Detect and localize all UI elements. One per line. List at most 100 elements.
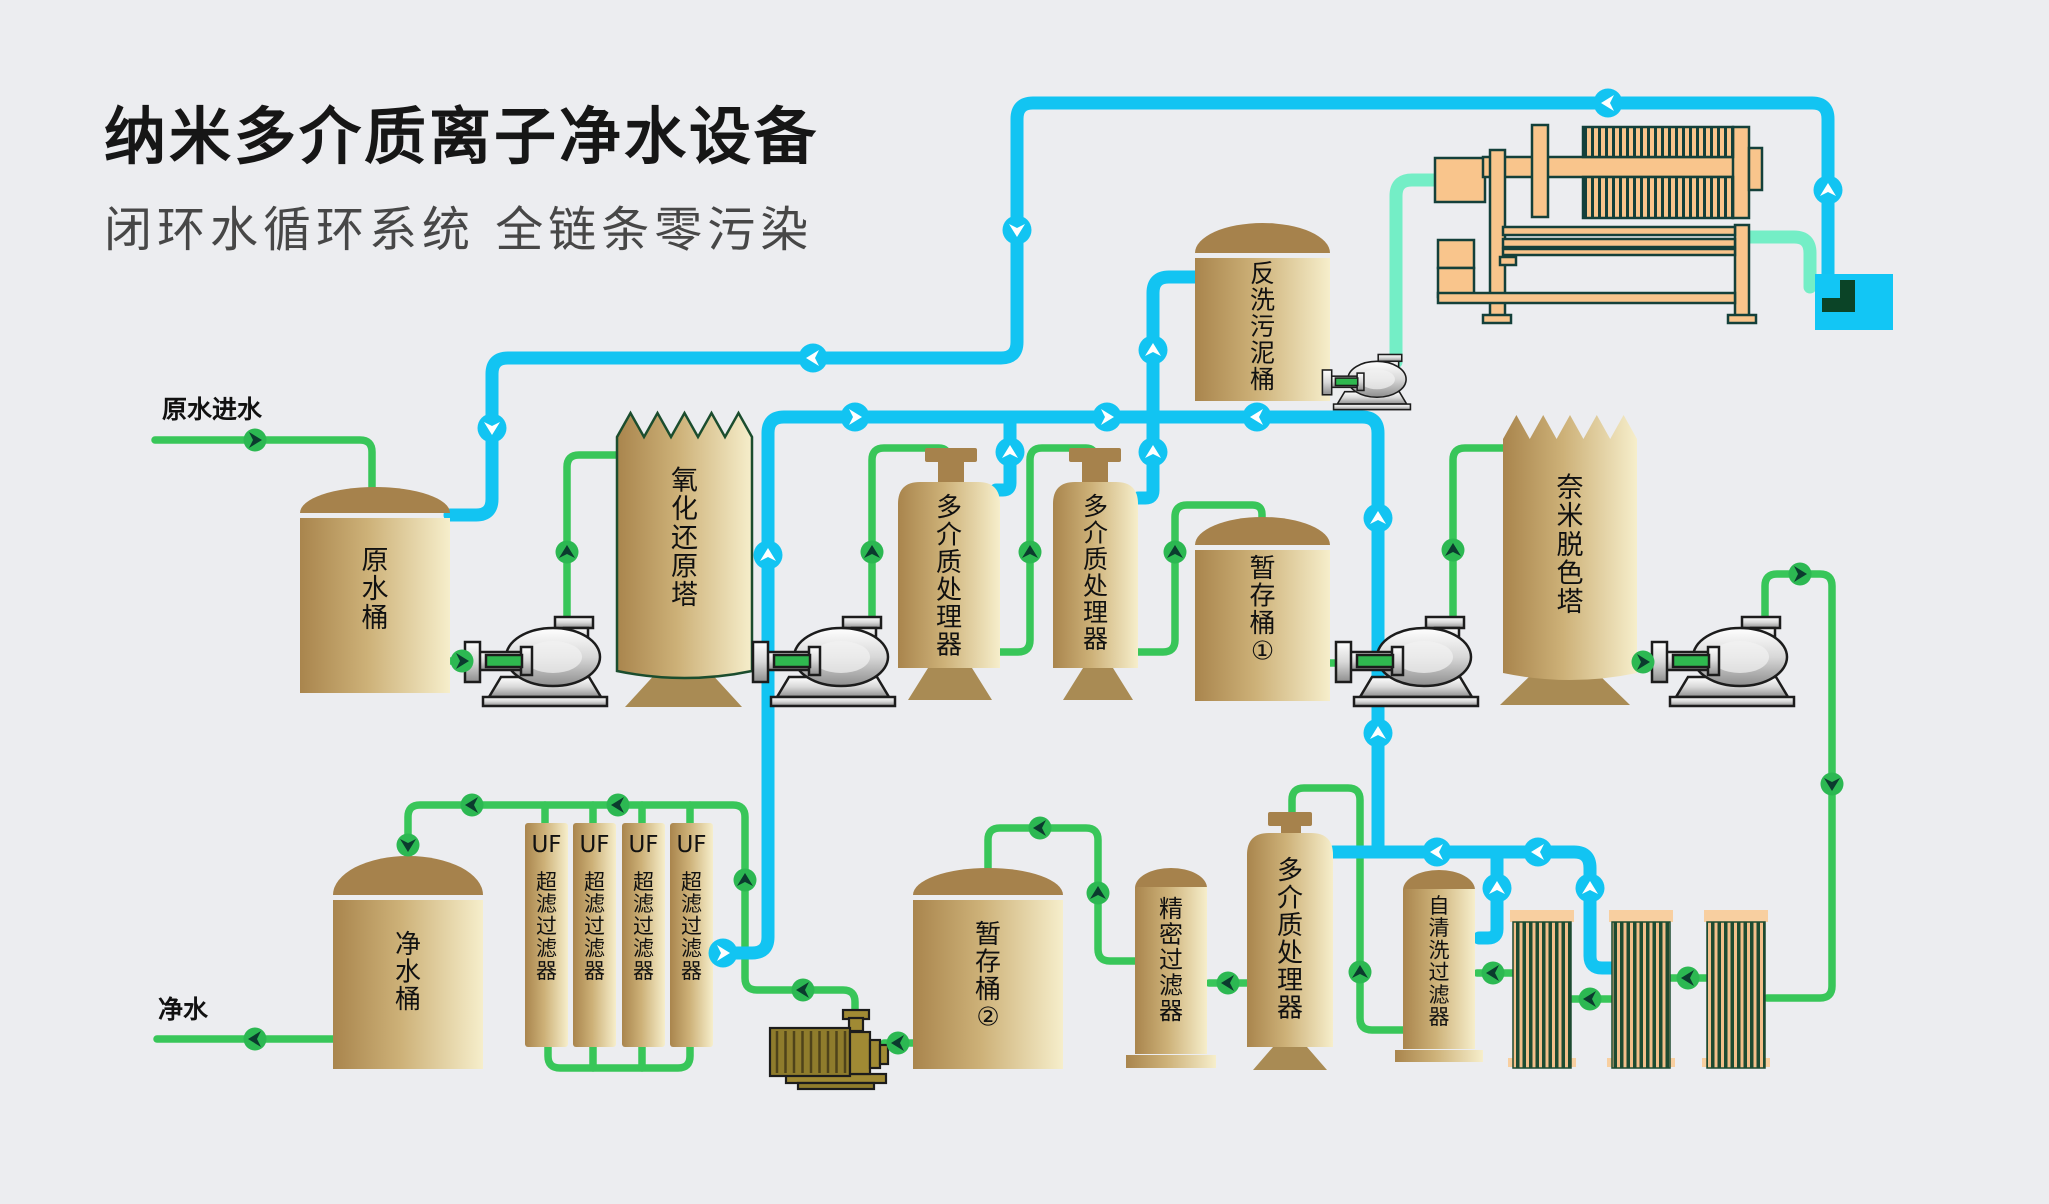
green-flow-arrow [1441, 538, 1465, 562]
pipe-vessel2-to-buffer1 [1134, 501, 1266, 656]
uf-filter-2-label: 超滤过滤器 [584, 870, 605, 983]
cyan-flow-arrow [1422, 837, 1452, 867]
green-flow-arrow [886, 1031, 910, 1055]
precision-filter [1135, 887, 1207, 1054]
green-flow-arrow [733, 868, 757, 892]
cyan-flow-arrow [1138, 335, 1168, 365]
cyan-flow-arrow [753, 540, 783, 570]
media-processor-2-base [1063, 668, 1133, 700]
membrane-module-3-cap [1704, 910, 1768, 922]
green-flow-arrow [1028, 816, 1052, 840]
green-flow-arrow [1631, 650, 1655, 674]
uf-filter-1 [525, 823, 568, 1047]
green-flow-arrow [555, 540, 579, 564]
media-processor-3 [1247, 833, 1333, 1047]
cyan-flow-arrow [798, 343, 828, 373]
pipe-pump-to-nanotower [1449, 444, 1509, 631]
pipe-raw-inlet [151, 436, 376, 496]
pipe-selfclean-backwash [1472, 845, 1504, 945]
cyan-flow-arrow [1002, 215, 1032, 245]
nano-decolor-tower-base [1500, 673, 1630, 705]
buffer-tank-1 [1195, 550, 1330, 701]
media-processor-1 [898, 482, 1000, 668]
green-flow-arrow [1820, 772, 1844, 796]
uf-filter-2 [573, 823, 616, 1047]
membrane-module-3 [1706, 921, 1766, 1069]
green-flow-arrow [1676, 966, 1700, 990]
pipe-selfclean-to-vessel3 [1288, 784, 1407, 1034]
cyan-flow-arrow [1575, 873, 1605, 903]
media-processor-3-neck [1281, 826, 1301, 833]
uf-filter-1-label: 超滤过滤器 [536, 870, 557, 983]
uf-filter-3 [622, 823, 665, 1047]
media-processor-1-neck [938, 462, 964, 482]
green-flow-arrow [243, 428, 267, 452]
media-processor-1-cap [925, 448, 977, 462]
pipe-press-filtrate [1740, 230, 1817, 294]
green-flow-arrow [1216, 971, 1240, 995]
membrane-module-1 [1512, 921, 1572, 1069]
cyan-flow-arrow [1523, 837, 1553, 867]
pipe-sludge-riser [1131, 270, 1202, 505]
green-flow-arrow [606, 793, 630, 817]
page-title: 纳米多介质离子净水设备 [104, 100, 820, 173]
uf-filter-1-tag: UF [531, 832, 561, 858]
cyan-flow-arrow [1363, 718, 1393, 748]
label-raw-water-inlet: 原水进水 [162, 395, 263, 424]
green-flow-arrow [791, 978, 815, 1002]
pipe-pump-to-oxtower [563, 451, 621, 629]
green-flow-arrow [1348, 960, 1372, 984]
green-flow-arrow [1086, 881, 1110, 905]
membrane-module-2 [1611, 921, 1671, 1069]
green-flow-arrow [460, 793, 484, 817]
uf-filter-3-tag: UF [628, 832, 658, 858]
green-flow-arrow [1163, 540, 1187, 564]
precision-filter-pedestal [1126, 1055, 1216, 1068]
media-processor-1-base [908, 668, 992, 700]
nano-decolor-tower-label: 奈米脱色塔 [1557, 473, 1584, 618]
green-flow-arrow [243, 1027, 267, 1051]
buffer-tank-2 [913, 900, 1063, 1069]
cyan-flow-arrow [995, 437, 1025, 467]
raw-water-tank [300, 518, 450, 693]
selfcleaning-filter-dome [1403, 870, 1475, 890]
backwash-sludge-tank [1195, 258, 1330, 401]
selfcleaning-filter-pedestal [1395, 1050, 1483, 1062]
oxidation-reduction-tower-label: 氧化还原塔 [671, 466, 698, 611]
backwash-sludge-tank-dome [1195, 223, 1330, 253]
uf-filter-4-tag: UF [676, 832, 706, 858]
water-collect-tank-outlet-icon [1822, 280, 1855, 312]
cyan-flow-arrow [1363, 503, 1393, 533]
media-processor-3-label: 多介质处理器 [1277, 856, 1303, 1024]
media-processor-2-cap [1069, 448, 1121, 462]
pipe-uf-backwash-riser [706, 410, 1385, 960]
green-flow-arrow [1018, 540, 1042, 564]
buffer-tank-1-dome [1195, 517, 1330, 545]
uf-filter-3-label: 超滤过滤器 [633, 870, 654, 983]
page-subtitle: 闭环水循环系统 全链条零污染 [104, 202, 814, 258]
cyan-flow-arrow [1092, 402, 1122, 432]
green-flow-arrow [1481, 961, 1505, 985]
media-processor-2-neck [1082, 462, 1108, 482]
clean-water-tank [333, 900, 483, 1069]
label-clean-water: 净水 [158, 995, 209, 1024]
filter-press [1433, 123, 1764, 325]
membrane-module-1-cap [1510, 910, 1574, 922]
oxidation-reduction-tower [615, 410, 754, 680]
membrane-module-2-cap [1609, 910, 1673, 922]
pipe-uf-bottom-manifold [544, 1040, 694, 1072]
selfcleaning-filter [1403, 889, 1475, 1049]
media-processor-1-label: 多介质处理器 [936, 493, 962, 661]
oxidation-reduction-tower-base [625, 671, 742, 707]
green-flow-arrow [1578, 987, 1602, 1011]
media-processor-2 [1053, 482, 1138, 668]
pipe-pump-to-membrane3 [1761, 570, 1836, 1002]
precision-filter-dome [1135, 868, 1207, 888]
backwash-sludge-tank-label: 反洗污泥桶 [1250, 259, 1275, 394]
cyan-flow-arrow [477, 413, 507, 443]
pump-sludge [1321, 353, 1412, 411]
uf-filter-4-label: 超滤过滤器 [681, 870, 702, 983]
cyan-flow-arrow [1482, 873, 1512, 903]
